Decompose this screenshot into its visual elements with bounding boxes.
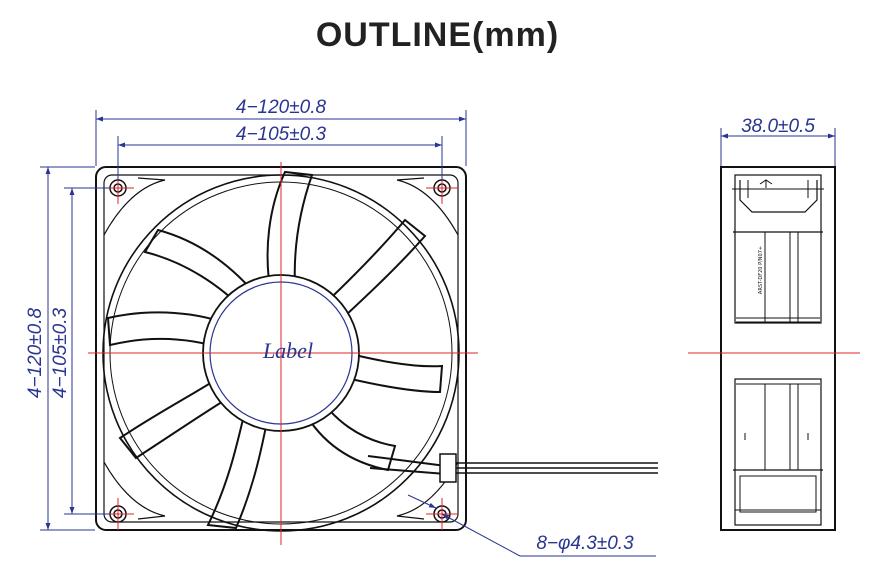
hole-height-label: 4−105±0.3 — [50, 307, 71, 398]
outer-width-label: 4−120±0.8 — [236, 97, 327, 118]
depth-label: 38.0±0.5 — [741, 116, 815, 137]
hole-width-label: 4−105±0.3 — [236, 124, 327, 145]
side-view — [720, 166, 836, 531]
front-dimensions — [40, 110, 656, 557]
holes-label: 8−φ4.3±0.3 — [536, 533, 634, 554]
page-title: OUTLINE(mm) — [315, 16, 560, 54]
front-view: Label — [88, 162, 658, 545]
side-frame — [720, 166, 836, 531]
side-dimensions — [720, 128, 836, 166]
outer-height-label: 4−120±0.8 — [25, 307, 46, 398]
fan-blades — [106, 170, 444, 530]
fan-cable — [367, 453, 658, 483]
side-label: ARST-DF20 P/N07+ — [758, 246, 764, 294]
hub-label: Label — [262, 338, 313, 363]
